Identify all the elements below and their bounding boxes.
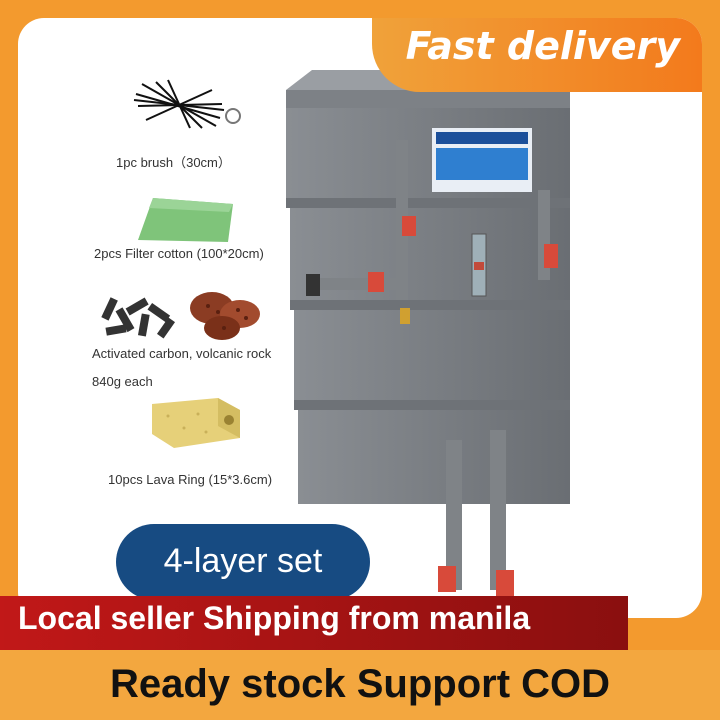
weight-caption: 840g each [92,374,153,389]
set-label-text: 4-layer set [163,542,323,580]
shipping-text: Local seller Shipping from manila [18,600,531,636]
fast-delivery-text: Fast delivery [405,24,680,68]
carbon-caption: Activated carbon, volcanic rock [92,346,272,361]
shipping-banner: Local seller Shipping from manila [0,596,628,650]
lava-ring-caption: 10pcs Lava Ring (15*3.6cm) [108,472,273,487]
stock-text: Ready stock Support COD [109,662,611,706]
brush-caption: 1pc brush（30cm） [116,155,231,170]
stock-banner: Ready stock Support COD [0,650,720,720]
filter-cotton-caption: 2pcs Filter cotton (100*20cm) [94,246,264,261]
lava-ring-icon [152,398,240,448]
product-panel: 1pc brush（30cm） 2pcs Filter cotton (100*… [18,18,702,618]
filter-box-image [286,70,570,596]
brush-icon [133,79,241,129]
carbon-rock-icon [101,292,260,340]
fast-delivery-banner: Fast delivery [372,18,702,92]
set-label-pill: 4-layer set [116,524,370,600]
filter-cotton-icon [138,198,233,242]
